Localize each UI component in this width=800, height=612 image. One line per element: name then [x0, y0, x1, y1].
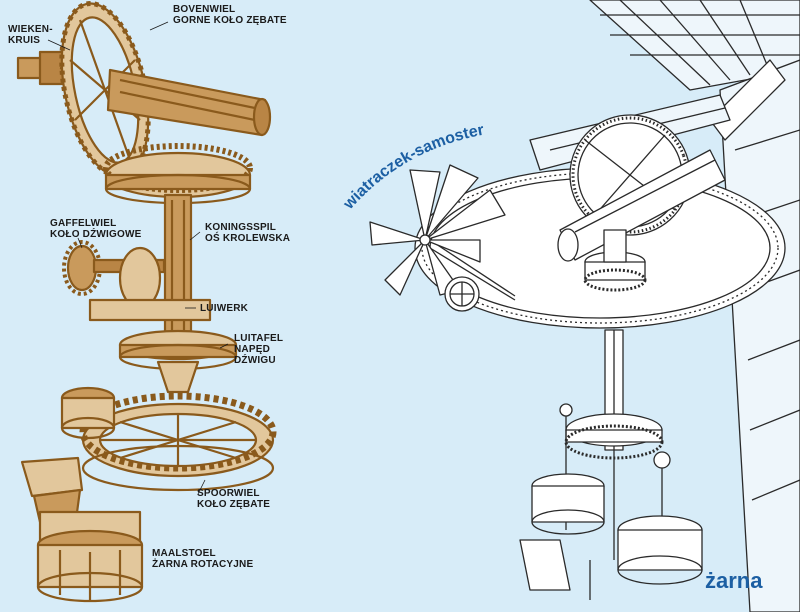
label-spoorwiel: SPOORWIEL KOŁO ZĘBATE [197, 488, 271, 510]
right-windshaft-drawing [557, 149, 726, 262]
stone-nut-drawing [60, 386, 116, 440]
label-bovenwiel: BOVENWIEL GORNE KOŁO ZĘBATE [173, 4, 287, 26]
mill-cap-line-drawing [369, 0, 800, 612]
fantail-drawing [369, 164, 516, 312]
label-gaffelwiel: GAFFELWIEL KOŁO DŹWIGOWE [50, 218, 142, 240]
windshaft-drawing [106, 68, 272, 137]
maalstoel-drawing [20, 456, 144, 603]
label-luitafel: LUITAFEL NAPĘD DŹWIGU [234, 333, 284, 366]
upper-wallower-drawing [103, 143, 253, 205]
curb-ring-drawing [414, 167, 786, 329]
label-koningsspil: KONINGSSPIL OŚ KROLEWSKA [205, 222, 291, 244]
wallower-drawing [583, 229, 647, 292]
mill-machinery-engraving [16, 1, 277, 603]
label-wiekenkruis: WIEKEN- KRUIS [8, 24, 53, 46]
spoorwiel-drawing [79, 392, 277, 492]
label-luiwerk: LUIWERK [200, 303, 249, 314]
svg-text:wiatraczek-samoster: wiatraczek-samoster [340, 122, 486, 214]
zarna-label: żarna [705, 568, 763, 593]
label-maalstoel: MAALSTOEL ŻARNA ROTACYJNE [152, 548, 254, 570]
wiatraczek-samoster-label: wiatraczek-samoster [340, 122, 486, 214]
fantail-title: wiatraczek-samoster [340, 122, 486, 214]
millstones-drawing [519, 473, 703, 600]
luiwerk-drawing [118, 329, 238, 394]
koningsspil-drawing [163, 193, 193, 352]
gaffelwiel-drawing [62, 240, 212, 322]
right-spurwheel-drawing [559, 403, 671, 530]
